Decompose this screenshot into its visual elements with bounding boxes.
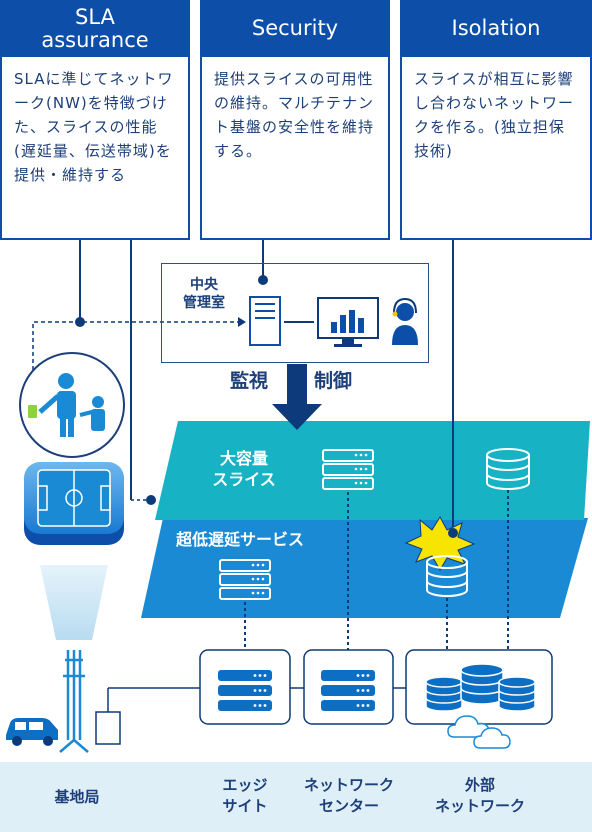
base-station-label: 基地局	[54, 788, 100, 806]
edge-site-label: エッジ サイト	[222, 776, 268, 815]
external-database-icon-3	[498, 676, 536, 712]
sla-dot-right	[146, 495, 156, 505]
control-label: 制御	[314, 370, 353, 392]
large-capacity-slice-label: 大容量 スライス	[212, 449, 276, 489]
sla-dashed-path	[32, 321, 238, 398]
isolation-header: Isolation	[400, 0, 592, 57]
large-slice-server-icon	[322, 449, 374, 490]
security-header: Security	[200, 0, 390, 57]
server-rack-icon	[249, 296, 281, 346]
external-network-label: 外部 ネットワーク	[434, 776, 525, 815]
security-dot	[258, 275, 268, 285]
sla-dot-left	[75, 317, 85, 327]
people-icon	[28, 373, 105, 437]
low-latency-database-icon	[426, 555, 468, 597]
monitor-chart-icon	[317, 297, 379, 347]
monitor-control-arrow	[272, 364, 322, 430]
bottom-band	[0, 762, 592, 832]
sla-arrow-head	[238, 317, 246, 327]
car-icon	[6, 718, 58, 746]
low-latency-service-label: 超低遅延サービス	[176, 530, 305, 549]
sla-assurance-header: SLA assurance	[0, 0, 190, 57]
network-center-label: ネットワーク センター	[303, 776, 394, 815]
isolation-card: スライスが相互に影響し合わないネットワークを作る。(独立担保技術)	[400, 57, 592, 240]
security-card: 提供スライスの可用性の維持。マルチテナント基盤の安全性を維持する。	[200, 57, 390, 240]
sla-assurance-card: SLAに準じてネットワーク(NW)を特徴づけた、スライスの性能(遅延量、伝送帯域…	[0, 57, 190, 240]
signal-beam	[40, 565, 108, 640]
base-station-cabinet-icon	[95, 711, 121, 745]
network-center-server-icon	[321, 670, 375, 711]
cloud-icon	[447, 715, 511, 749]
operator-icon	[392, 297, 418, 345]
external-database-icon-2	[460, 663, 504, 705]
stadium-icon	[24, 462, 124, 545]
low-latency-server-icon	[219, 559, 271, 600]
base-station-tower-icon	[59, 650, 89, 753]
large-slice-database-icon	[486, 448, 530, 490]
external-database-icon-1	[425, 676, 463, 712]
control-room-label: 中央 管理室	[183, 277, 225, 311]
control-room-box	[161, 263, 429, 363]
monitor-label: 監視	[230, 370, 269, 392]
isolation-dot	[448, 528, 458, 538]
edge-site-server-icon	[218, 670, 272, 711]
